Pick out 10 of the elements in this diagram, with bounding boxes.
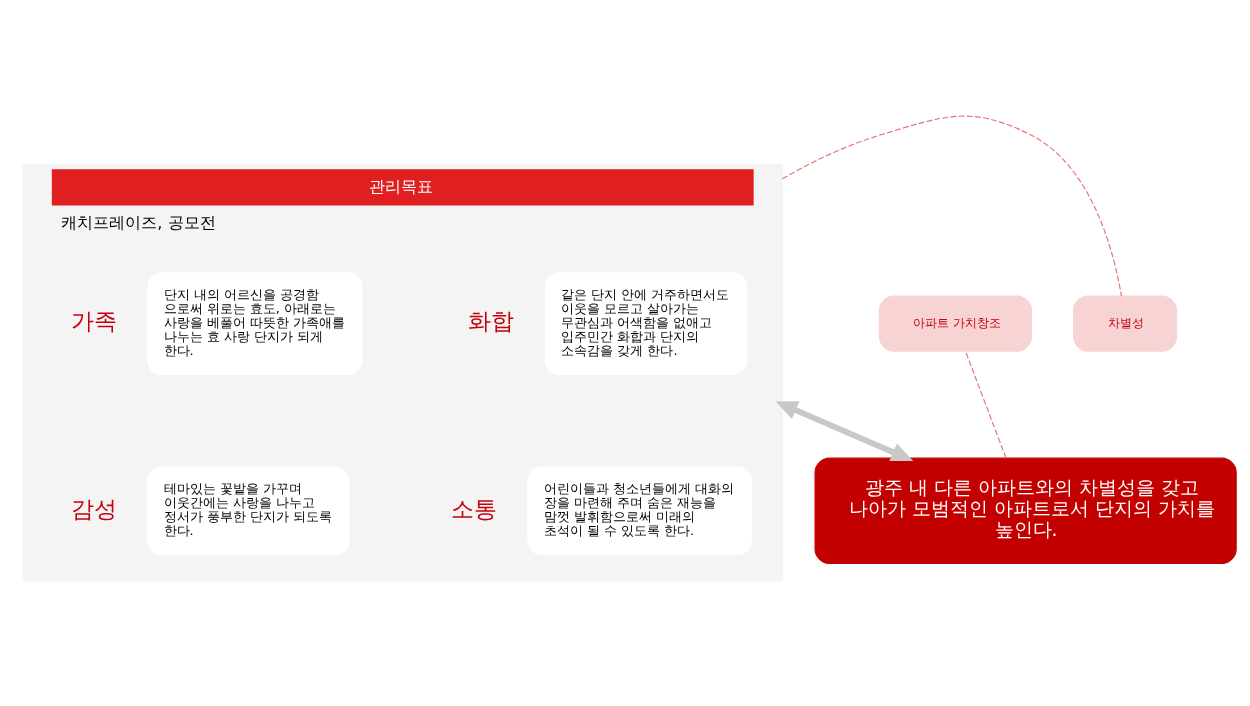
connector <box>964 350 1007 459</box>
connector <box>781 115 1123 297</box>
arrow <box>775 401 914 462</box>
node-box: 아파트 가치창조 <box>878 295 1033 352</box>
node-label: 소통 <box>450 494 497 523</box>
node-label: 가족 <box>70 307 117 336</box>
node-label: 화합 <box>468 307 515 336</box>
node-box: 차별성 <box>1073 295 1178 352</box>
node-label: 감성 <box>70 494 117 523</box>
node-box: 광주 내 다른 아파트와의 차별성을 갖고 나아가 모범적인 아파트로서 단지의 가치를 높인다. <box>814 457 1237 564</box>
